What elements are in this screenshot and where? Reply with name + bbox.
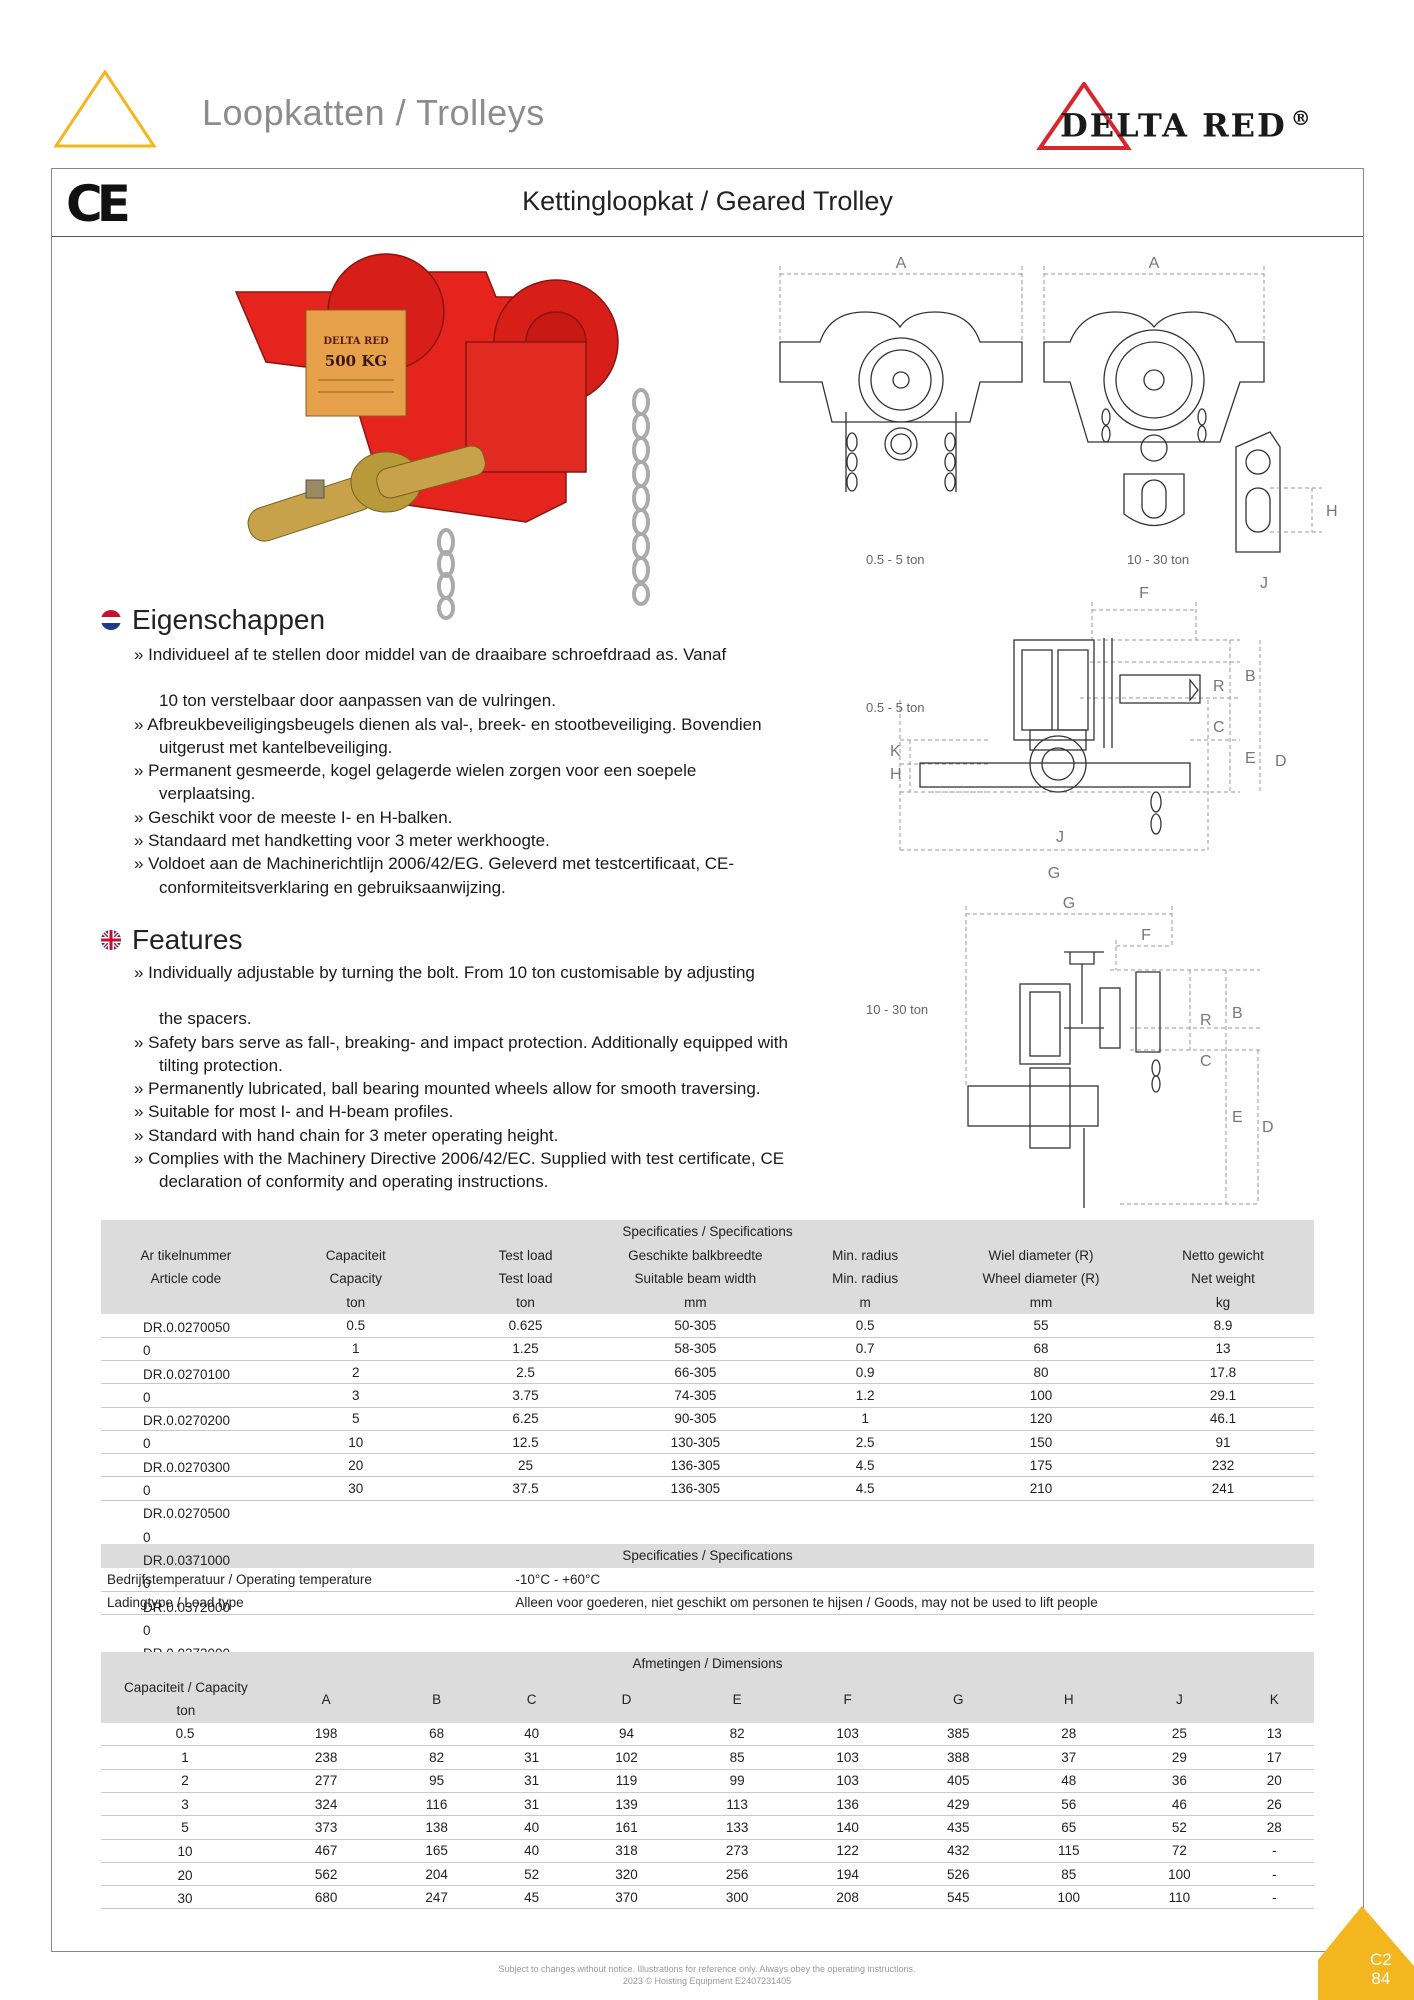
triangle-logo-icon	[53, 69, 157, 148]
svg-text:J: J	[1056, 829, 1064, 846]
svg-text:R: R	[1200, 1012, 1212, 1029]
svg-text:E: E	[1245, 750, 1256, 767]
brand-logo: DELTA RED®	[1036, 82, 1366, 154]
side-view-drawing-small: F R B C E D K H J G	[890, 585, 1287, 882]
heading-features: Features	[100, 924, 243, 956]
svg-text:A: A	[1149, 255, 1160, 272]
list-item: » Standaard met handketting voor 3 meter…	[134, 831, 550, 851]
title-row: CE Kettingloopkat / Geared Trolley	[52, 169, 1363, 237]
svg-text:A: A	[896, 255, 907, 272]
svg-text:B: B	[1245, 668, 1256, 685]
svg-text:B: B	[1232, 1005, 1243, 1022]
svg-text:C: C	[1200, 1053, 1212, 1070]
list-item: » Suitable for most I- and H-beam profil…	[134, 1102, 454, 1122]
drawing-caption: 10 - 30 ton	[866, 1002, 929, 1017]
svg-text:E: E	[1232, 1109, 1243, 1126]
svg-text:J: J	[1260, 575, 1268, 592]
table-units-row: ton	[101, 1699, 1314, 1723]
drawing-caption: 10 - 30 ton	[1127, 552, 1190, 567]
list-item: » Standard with hand chain for 3 meter o…	[134, 1125, 559, 1145]
list-item: » Safety bars serve as fall-, breaking- …	[134, 1032, 788, 1075]
drawing-caption: 0.5 - 5 ton	[866, 552, 925, 567]
svg-text:G: G	[1063, 895, 1075, 912]
footer: Subject to changes without notice. Illus…	[498, 1964, 916, 1986]
svg-text:DELTA RED: DELTA RED	[323, 336, 389, 347]
page-corner-tab	[1318, 1906, 1414, 2000]
drawing-caption: 0.5 - 5 ton	[866, 700, 925, 715]
list-item: » Individueel af te stellen door middel …	[134, 645, 727, 664]
list-item: » Permanently lubricated, ball bearing m…	[134, 1079, 761, 1099]
front-view-drawings: A A H J	[779, 255, 1338, 592]
list-item: 10 ton verstelbaar door aanpassen van de…	[159, 691, 556, 711]
eigenschappen-list: » Individueel af te stellen door middel …	[134, 643, 794, 899]
svg-text:D: D	[1275, 753, 1287, 770]
features-list: » Individually adjustable by turning the…	[134, 961, 794, 1194]
svg-text:G: G	[1048, 865, 1060, 882]
list-item: the spacers.	[159, 1009, 252, 1029]
svg-text:K: K	[890, 743, 901, 760]
svg-text:H: H	[1326, 503, 1338, 520]
table-title: Afmetingen / Dimensions	[101, 1652, 1314, 1676]
ce-mark-icon: CE	[66, 175, 131, 233]
section-title: Loopkatten / Trolleys	[202, 92, 545, 133]
svg-text:F: F	[1141, 927, 1151, 944]
list-item: » Afbreukbeveiligingsbeugels dienen als …	[134, 714, 762, 757]
uk-flag-icon	[101, 930, 121, 950]
spec-table-2: Specificaties / Specifications Bedrijfst…	[101, 1544, 1314, 1616]
svg-text:500 KG: 500 KG	[325, 352, 387, 370]
svg-text:F: F	[1139, 585, 1149, 602]
heading-eigenschappen: Eigenschappen	[100, 604, 325, 636]
netherlands-flag-icon	[101, 610, 121, 630]
table-title: Specificaties / Specifications	[101, 1220, 1314, 1244]
page-number: C2 84	[1370, 1950, 1392, 1988]
table-title: Specificaties / Specifications	[101, 1544, 1314, 1568]
product-title: Kettingloopkat / Geared Trolley	[522, 186, 893, 216]
table-row: Bedrijfstemperatuur / Operating temperat…	[101, 1568, 1314, 1592]
svg-text:R: R	[1213, 678, 1225, 695]
side-view-drawing-large: G F R B C E D	[965, 895, 1274, 1208]
list-item: » Permanent gesmeerde, kogel gelagerde w…	[134, 761, 697, 804]
svg-text:H: H	[890, 766, 902, 783]
spec-table: Specificaties / Specifications Ar tikeln…	[101, 1220, 1314, 1501]
list-item: » Complies with the Machinery Directive …	[134, 1149, 785, 1192]
svg-text:C: C	[1213, 719, 1225, 736]
svg-text:D: D	[1262, 1119, 1274, 1136]
content-frame: CE Kettingloopkat / Geared Trolley	[51, 168, 1364, 1952]
list-item: » Geschikt voor de meeste I- en H-balken…	[134, 807, 453, 827]
list-item: » Individually adjustable by turning the…	[134, 963, 755, 982]
trolley-photo: DELTA RED 500 KG	[234, 253, 650, 620]
list-item: » Voldoet aan de Machinerichtlijn 2006/4…	[134, 854, 735, 897]
dimensions-table: Afmetingen / Dimensions Capaciteit / Cap…	[101, 1652, 1314, 1910]
